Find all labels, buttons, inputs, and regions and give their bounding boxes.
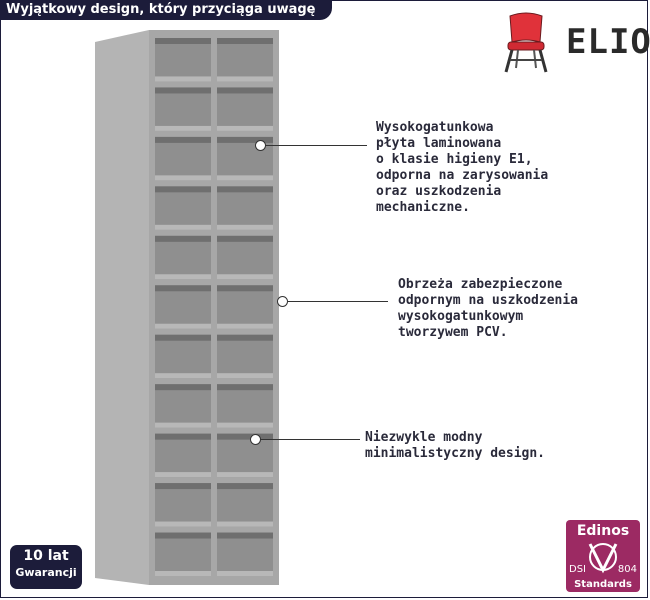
check-icon [588, 543, 618, 574]
shelf-compartment [217, 235, 273, 280]
certificate-badge: Edinos DSI 804 Standards [566, 520, 640, 592]
warranty-years: 10 lat [23, 548, 69, 564]
warranty-label: Gwarancji [15, 566, 77, 579]
certificate-name: Edinos [576, 523, 630, 539]
shelf-compartment [217, 285, 273, 329]
callout-dot-1 [255, 140, 266, 151]
shelf-compartment [155, 285, 211, 329]
shelf-compartment [217, 483, 273, 527]
shelf-compartment [155, 87, 211, 131]
certificate-number: 804 [617, 564, 637, 575]
shelf-compartment [217, 532, 273, 576]
shelf-compartment [155, 433, 211, 478]
shelf-compartment [155, 532, 211, 576]
shelf-compartment [217, 433, 273, 478]
shoe-cabinet-image [95, 30, 279, 585]
certificate-standards: Standards [574, 579, 632, 590]
brand-name: ELIOR [566, 22, 650, 62]
callout-laminate: Wysokogatunkowa płyta laminowana o klasi… [376, 120, 549, 215]
callout-line-1 [265, 145, 367, 146]
callout-line-3 [260, 439, 360, 440]
chair-icon [504, 12, 548, 73]
shelf-compartment [155, 235, 211, 280]
callout-dot-3 [250, 434, 261, 445]
shelf-compartment [155, 334, 211, 379]
callout-edges: Obrzeża zabezpieczone odpornym na uszkod… [398, 277, 579, 340]
shelf-compartment [217, 38, 273, 82]
shelf-compartment [155, 483, 211, 527]
callout-dot-2 [277, 296, 288, 307]
page-title: Wyjątkowy design, który przyciąga uwagę [0, 0, 332, 20]
shelf-compartment [217, 136, 273, 181]
shelf-compartment [217, 186, 273, 230]
warranty-badge: 10 lat Gwarancji [10, 545, 82, 589]
shelf-compartment [155, 136, 211, 181]
shelf-compartment [155, 384, 211, 428]
brand-logo [504, 12, 548, 73]
shelf-compartment [217, 334, 273, 379]
certificate-dsi: DSI [569, 564, 586, 575]
shelf-compartment [155, 38, 211, 82]
callout-design: Niezwykle modny minimalistyczny design. [365, 430, 546, 461]
shelf-compartment [217, 87, 273, 131]
shelf-compartment [155, 186, 211, 230]
callout-line-2 [288, 301, 388, 302]
shelf-compartment [217, 384, 273, 428]
